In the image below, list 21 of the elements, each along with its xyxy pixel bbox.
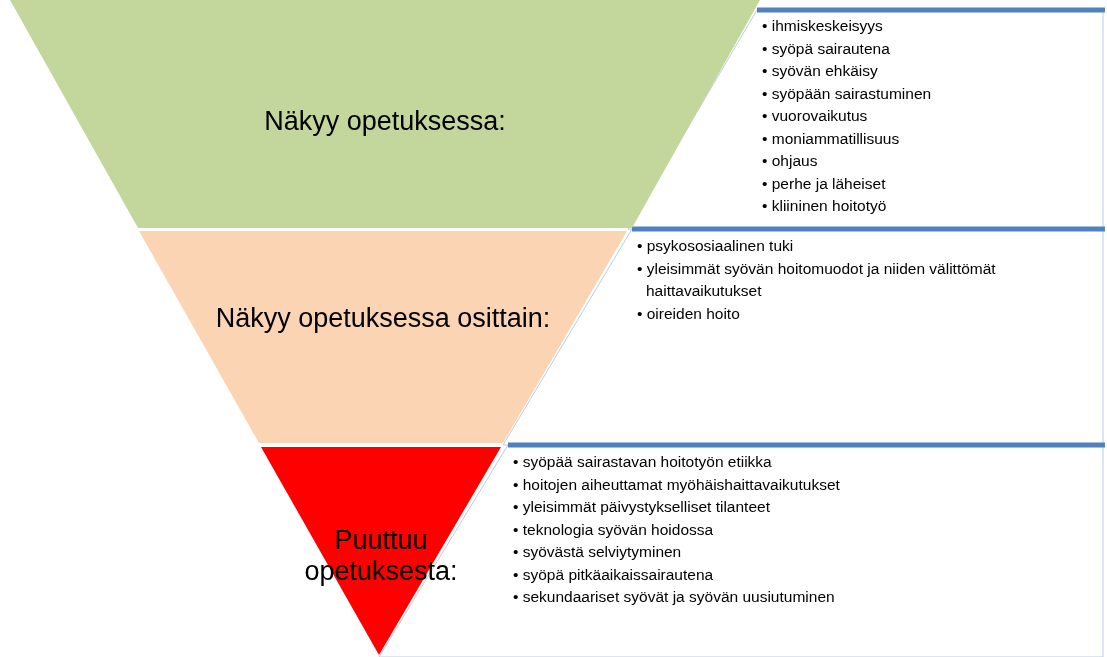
list-item: • syövän ehkäisy [762, 61, 879, 81]
list-item: • vuorovaikutus [762, 106, 869, 126]
list-item: • oireiden hoito [637, 303, 741, 324]
list-item: • ohjaus [762, 151, 819, 171]
list-item: • hoitojen aiheuttamat myöhäishaittavaikutukset [513, 474, 841, 495]
list-item: • syöpään sairastuminen [762, 83, 933, 104]
list-item: • syöpää sairastavan hoitotyön etiikka [513, 452, 773, 472]
list-item: • yleisimmät päivystykselliset tilanteet [513, 497, 771, 517]
list-item: • syövästä selviytyminen [513, 542, 683, 562]
list-item: • moniammatillisuus [762, 128, 901, 149]
list-item: • syöpä sairautena [762, 38, 891, 59]
list-item: • kliininen hoitotyö [762, 196, 888, 216]
list-item: • sekundaariset syövät ja syövän uusiutuminen [513, 587, 836, 607]
list-item: • perhe ja läheiset [762, 173, 887, 194]
list-item: • yleisimmät syövän hoitomuodot ja niiden välittömät haittavaikutukset [637, 258, 997, 301]
list-item: • teknologia syövän hoidossa [513, 519, 715, 540]
segment-heading: Näkyy opetuksessa osittain: [214, 303, 552, 334]
list-item: • psykososiaalinen tuki [637, 236, 795, 256]
list-item: • syöpä pitkäaikaissairautena [513, 564, 715, 585]
segment-heading: Näkyy opetuksessa: [263, 106, 507, 137]
list-item: • ihmiskeskeisyys [762, 16, 884, 36]
